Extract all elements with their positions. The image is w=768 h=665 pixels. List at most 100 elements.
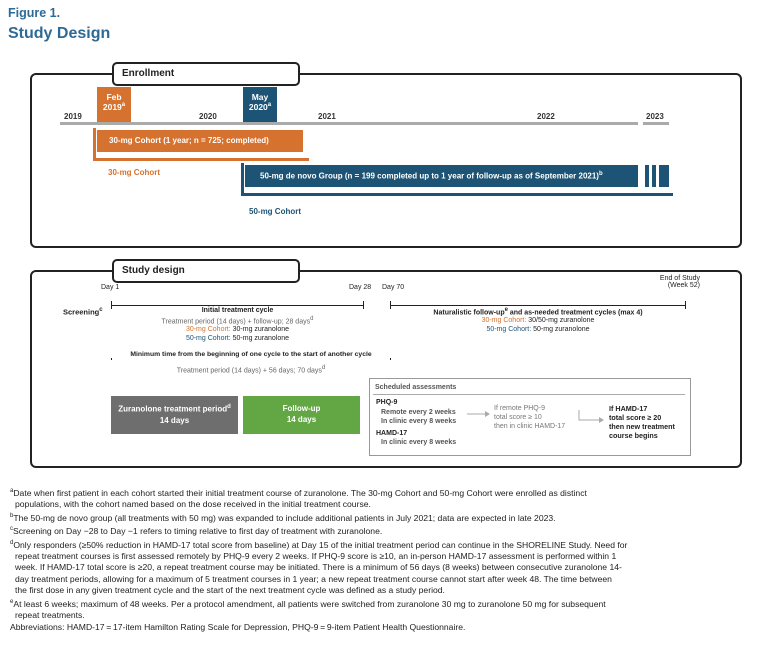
study-design-panel: [30, 270, 742, 468]
marker-feb-sup: a: [121, 102, 126, 109]
arrow-2: [578, 410, 599, 421]
arrow-2-head: [599, 417, 604, 423]
naturalistic-title: Naturalistic follow-up: [433, 309, 505, 317]
naturalistic-30-text: 30/50-mg zuranolone: [526, 317, 595, 324]
initial-50-text: 50-mg zuranolone: [230, 335, 290, 342]
screening-sup: c: [99, 307, 103, 313]
cohort-50-label: 50-mg Cohort: [249, 207, 301, 216]
initial-30-label: 30-mg Cohort:: [185, 326, 231, 333]
timeline-axis: [60, 122, 638, 125]
cohort-30-bracket: [93, 128, 309, 161]
minimum-time-sub: Treatment period (14 days) + 56 days; 70…: [176, 367, 322, 375]
minimum-time-sup: d: [321, 365, 326, 371]
footnote-d-line3: week. If HAMD-17 total score is ≥20, a r…: [15, 562, 622, 573]
treatment-period-line2: 14 days: [159, 415, 190, 425]
footnote-a-cont: populations, with the cohort named based…: [15, 499, 371, 510]
marker-feb-2019: Feb 2019a: [97, 87, 131, 122]
footnote-d-line4: day treatment periods, allowing for a ma…: [15, 573, 612, 584]
assessment-arrows: [467, 410, 604, 423]
cohort-50-bar: 50-mg de novo Group (n = 199 completed u…: [245, 165, 638, 187]
phq9-remote: Remote every 2 weeks: [381, 409, 456, 416]
right-line3: then new treatment: [609, 422, 675, 431]
end-tick: [685, 301, 686, 309]
marker-feb-line1: Feb: [106, 92, 122, 102]
figure-label: Figure 1.: [8, 6, 61, 20]
phq9-clinic: In clinic every 8 weeks: [381, 418, 457, 425]
cohort-50-dash-1: [645, 165, 649, 187]
scheduled-assessments-box: [369, 378, 691, 456]
cohort-50-bar-label: 50-mg de novo Group (n = 199 completed u…: [260, 171, 599, 181]
assessment-condition-right: If HAMD-17 total score ≥ 20 then new tre…: [609, 404, 675, 440]
naturalistic-title-rest: and as-needed treatment cycles (max 4): [507, 309, 643, 317]
minimum-time-title: Minimum time from the beginning of one c…: [111, 351, 391, 358]
footnote-c: cScreening on Day −28 to Day −1 refers t…: [10, 526, 383, 537]
initial-cycle-sub-sup: d: [310, 316, 314, 322]
footnote-a: aDate when first patient in each cohort …: [10, 487, 587, 498]
initial-cycle-sub: Treatment period (14 days) + follow-up; …: [161, 318, 311, 326]
timeline-axis-end: [643, 122, 669, 125]
footnote-b: bThe 50-mg de novo group (all treatments…: [10, 512, 556, 523]
footnote-d: dOnly responders (≥50% reduction in HAMD…: [10, 539, 628, 550]
treatment-period-sup: d: [227, 404, 231, 410]
cohort-50-dash-3: [659, 165, 669, 187]
naturalistic-50-text: 50-mg zuranolone: [531, 326, 590, 333]
initial-cycle-title: Initial treatment cycle: [201, 307, 274, 314]
footnotes: aDate when first patient in each cohort …: [10, 486, 762, 633]
footnote-e: eAt least 6 weeks; maximum of 48 weeks. …: [10, 598, 606, 609]
footnote-abbreviations: Abbreviations: HAMD-17 = 17-item Hamilto…: [10, 621, 466, 632]
assessment-condition-mid: If remote PHQ-9 total score ≥ 10 then in…: [494, 404, 565, 431]
year-2022: 2022: [537, 112, 555, 121]
year-2021: 2021: [318, 112, 336, 121]
initial-30-text: 30-mg zuranolone: [230, 326, 290, 333]
initial-50-label: 50-mg Cohort:: [185, 335, 231, 342]
end-of-study-line2: (Week 52): [667, 282, 700, 289]
footnote-a-line1: Date when first patient in each cohort s…: [13, 487, 587, 498]
day28-label: Day 28: [349, 284, 372, 291]
hamd17-clinic: In clinic every 8 weeks: [381, 439, 457, 446]
footnote-d-line5: the first dose in any given treatment cy…: [15, 585, 445, 596]
day28-tick: [363, 301, 364, 309]
phq9-title: PHQ-9: [376, 399, 398, 406]
mid-line3: then in clinic HAMD-17: [494, 423, 566, 430]
naturalistic-30-label: 30-mg Cohort:: [481, 317, 527, 324]
initial-cycle-line: [111, 305, 364, 306]
year-2019: 2019: [64, 112, 82, 121]
screening-label: Screening: [63, 307, 100, 317]
study-design-tab: Study design: [112, 259, 300, 283]
day1-label: Day 1: [101, 284, 120, 291]
year-2020: 2020: [199, 112, 217, 121]
marker-feb-line2: 2019: [102, 102, 122, 112]
day70-label: Day 70: [382, 284, 405, 291]
treatment-period-box: Zuranolone treatment periodd 14 days: [111, 396, 238, 434]
footnote-d-line1: Only responders (≥50% reduction in HAMD-…: [13, 539, 628, 550]
cohort-50-bar-sup: b: [598, 171, 603, 177]
follow-up-line1: Follow-up: [282, 404, 321, 413]
end-of-study-label: End of Study (Week 52): [640, 275, 700, 289]
marker-may-sup: a: [267, 102, 272, 109]
mid-line2: total score ≥ 10: [494, 414, 542, 421]
right-line4: course begins: [609, 431, 658, 440]
right-line1: If HAMD-17: [609, 404, 648, 413]
naturalistic-sup: e: [504, 307, 508, 313]
footnote-d-line2: repeat treatment courses is first assess…: [15, 550, 617, 561]
cohort-50-dash-2: [652, 165, 656, 187]
cohort-30-bar: 30-mg Cohort (1 year; n = 725; completed…: [97, 130, 303, 152]
follow-up-line2: 14 days: [286, 415, 317, 424]
year-2023: 2023: [646, 112, 664, 121]
footnote-b-line1: The 50-mg de novo group (all treatments …: [13, 512, 556, 523]
footnote-e-line1: At least 6 weeks; maximum of 48 weeks. P…: [13, 598, 606, 609]
mid-line1: If remote PHQ-9: [494, 405, 545, 412]
marker-may-line1: May: [251, 92, 269, 102]
figure-title: Study Design: [8, 25, 111, 42]
cohort-30-label: 30-mg Cohort: [108, 168, 160, 177]
assessments-title: Scheduled assessments: [375, 384, 457, 391]
cohort-50-bracket: [241, 163, 673, 196]
end-of-study-line1: End of Study: [659, 275, 700, 282]
naturalistic-50-label: 50-mg Cohort:: [486, 326, 532, 333]
marker-may-2020: May 2020a: [243, 87, 277, 122]
right-line2: total score ≥ 20: [609, 413, 662, 422]
footnote-c-line1: Screening on Day −28 to Day −1 refers to…: [13, 526, 383, 537]
enrollment-panel: [30, 73, 742, 248]
footnote-e-line2: repeat treatments.: [15, 610, 85, 621]
arrow-1-head: [485, 411, 490, 417]
